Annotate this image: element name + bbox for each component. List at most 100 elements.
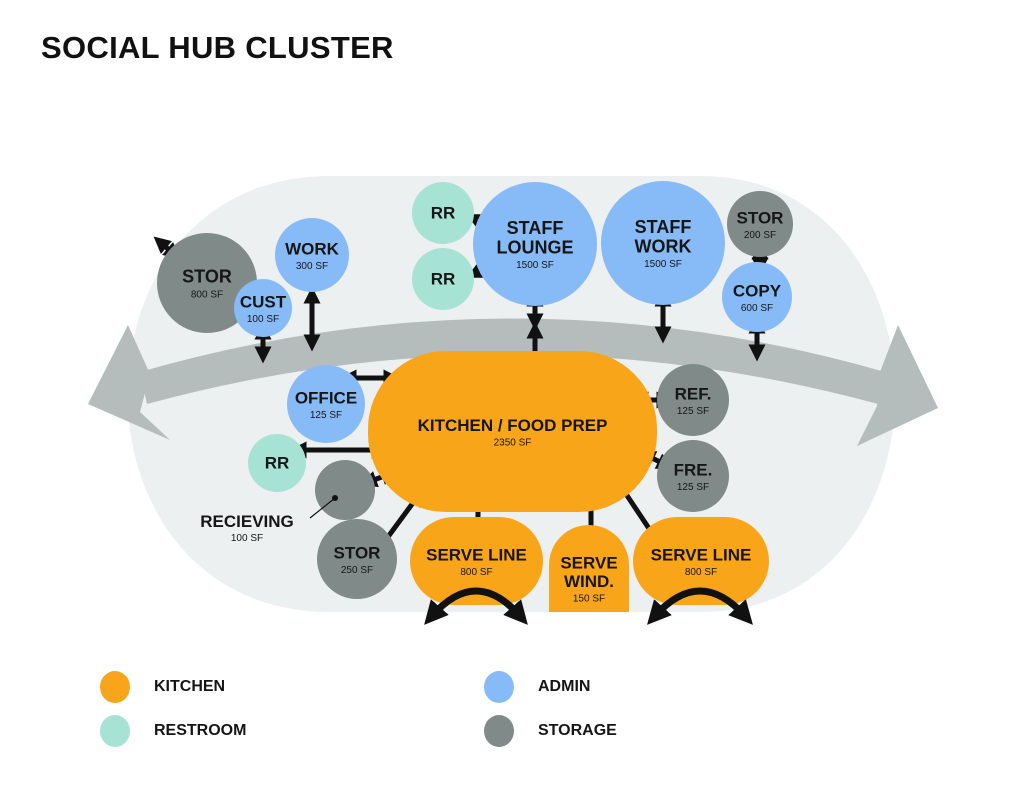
restroom-space-shape [412, 182, 474, 244]
space-office: OFFICE 125 SF [287, 365, 365, 443]
space-label: STOR [182, 267, 232, 287]
space-kitchen: KITCHEN / FOOD PREP 2350 SF [368, 351, 657, 512]
legend-item-admin: ADMIN [484, 671, 590, 703]
space-label: RR [431, 203, 456, 222]
space-label: LOUNGE [496, 237, 573, 257]
storage-space-shape [315, 460, 375, 520]
admin-space-shape [275, 218, 349, 292]
space-label: WORK [635, 236, 692, 256]
circulation-arrow-left [88, 325, 170, 440]
space-area: 150 SF [573, 594, 605, 605]
space-stor-800: STOR 800 SF [157, 233, 257, 333]
space-label: REF. [675, 384, 712, 403]
space-area: 1500 SF [516, 260, 554, 271]
admin-space-shape [601, 181, 725, 305]
storage-space-shape [657, 440, 729, 512]
space-label: STOR [334, 543, 381, 562]
space-serve-line-2: SERVE LINE 800 SF [633, 517, 769, 605]
restroom-space-shape [412, 248, 474, 310]
space-area: 125 SF [677, 406, 709, 417]
restroom-space-shape [248, 434, 306, 492]
exit-flow-arrow [647, 587, 753, 625]
kitchen-space-shape [410, 517, 543, 605]
space-area: 800 SF [460, 567, 492, 578]
space-serve-line-1: SERVE LINE 800 SF [410, 517, 543, 605]
space-label: WIND. [564, 572, 614, 591]
storage-space-shape [317, 519, 397, 599]
space-area: 125 SF [677, 482, 709, 493]
space-label: FRE. [674, 460, 713, 479]
space-area: 125 SF [310, 410, 342, 421]
storage-space-shape [157, 233, 257, 333]
legend-swatch-storage [484, 715, 514, 747]
legend-label: RESTROOM [154, 722, 247, 739]
space-area: 200 SF [744, 230, 776, 241]
space-rr-left: RR [248, 434, 306, 492]
leader-line [309, 497, 336, 519]
space-fre: FRE. 125 SF [657, 440, 729, 512]
space-area: 100 SF [247, 314, 279, 325]
space-label: RECIEVING [200, 512, 294, 531]
space-work: WORK 300 SF [275, 218, 349, 292]
space-label: RR [431, 269, 456, 288]
space-label: SERVE LINE [426, 545, 527, 564]
space-label: STAFF [635, 217, 692, 237]
kitchen-space-shape [368, 351, 657, 512]
circulation-band [140, 318, 885, 404]
space-label: STOR [737, 208, 784, 227]
legend-label: KITCHEN [154, 678, 226, 695]
space-area: 800 SF [685, 567, 717, 578]
space-label: SERVE LINE [651, 545, 752, 564]
legend-label: ADMIN [538, 678, 591, 695]
space-label: RR [265, 453, 290, 472]
space-area: 250 SF [341, 565, 373, 576]
space-area: 800 SF [191, 289, 223, 300]
page-title: SOCIAL HUB CLUSTER [41, 30, 394, 65]
admin-space-shape [234, 279, 292, 337]
space-receiving: RECIEVING 100 SF [200, 460, 375, 544]
space-rr-top-1: RR [412, 182, 474, 244]
space-stor-200: STOR 200 SF [727, 191, 793, 257]
space-area: 300 SF [296, 261, 328, 272]
space-label: SERVE [560, 554, 617, 573]
legend-item-kitchen: KITCHEN [100, 671, 225, 703]
space-copy: COPY 600 SF [722, 262, 792, 332]
space-label: KITCHEN / FOOD PREP [418, 416, 608, 435]
space-area: 2350 SF [494, 437, 532, 448]
space-rr-top-2: RR [412, 248, 474, 310]
space-cust: CUST 100 SF [234, 279, 292, 337]
space-area: 1500 SF [644, 259, 682, 270]
admin-space-shape [287, 365, 365, 443]
space-stor-250: STOR 250 SF [317, 519, 397, 599]
kitchen-space-shape [633, 517, 769, 605]
exit-flow-arrow [424, 587, 528, 625]
space-label: WORK [285, 239, 340, 258]
legend-label: STORAGE [538, 722, 617, 739]
circulation-path [88, 318, 938, 446]
admin-space-shape [473, 182, 597, 306]
legend-item-restroom: RESTROOM [100, 715, 246, 747]
space-label: COPY [733, 281, 782, 300]
space-label: STAFF [507, 218, 564, 238]
legend-swatch-restroom [100, 715, 130, 747]
admin-space-shape [722, 262, 792, 332]
circulation-arrow-right [857, 325, 938, 446]
legend-item-storage: STORAGE [484, 715, 617, 747]
legend-swatch-kitchen [100, 671, 130, 703]
overlay [424, 587, 753, 625]
space-area: 100 SF [231, 533, 263, 544]
kitchen-space-shape [549, 525, 629, 612]
space-area: 600 SF [741, 303, 773, 314]
space-ref: REF. 125 SF [657, 364, 729, 436]
storage-space-shape [727, 191, 793, 257]
space-label: CUST [240, 292, 287, 311]
legend-swatch-admin [484, 671, 514, 703]
space-label: OFFICE [295, 388, 357, 407]
storage-space-shape [657, 364, 729, 436]
